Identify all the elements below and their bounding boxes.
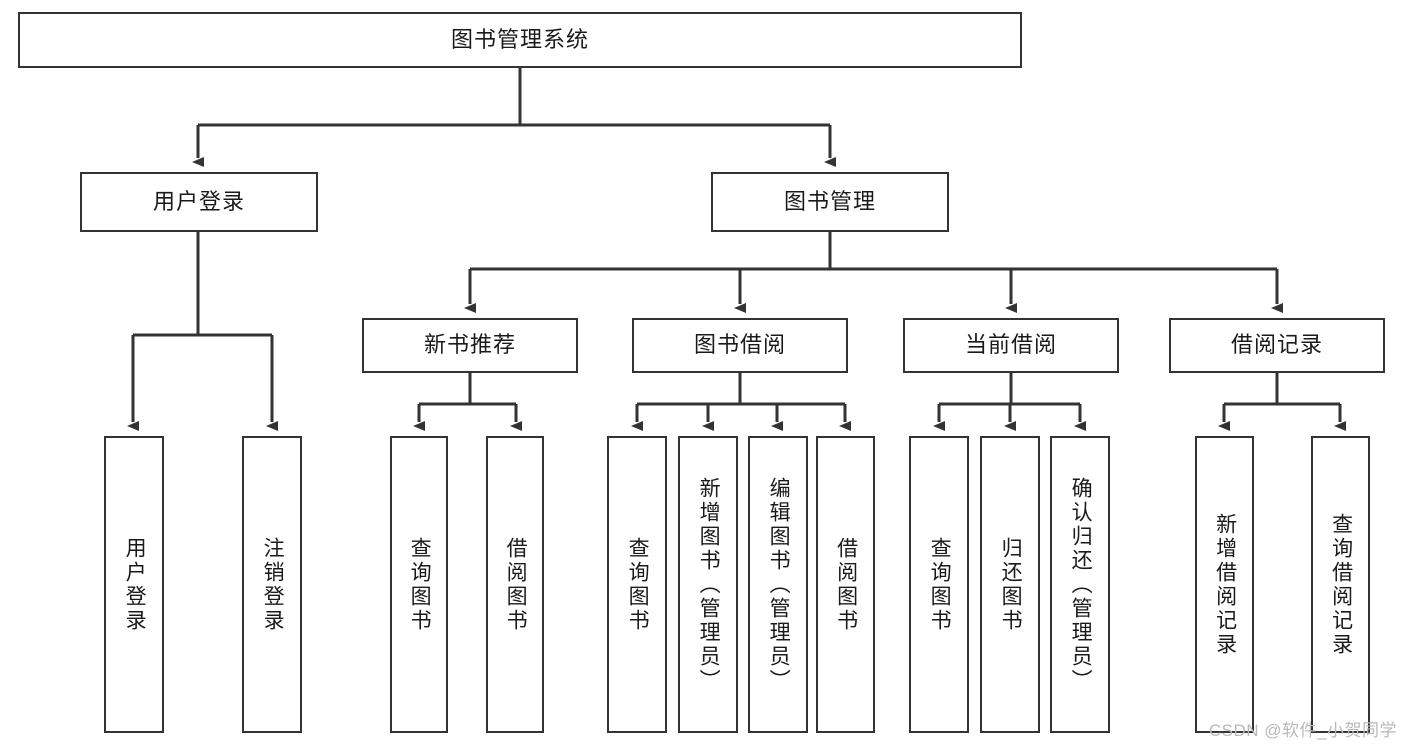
node-leaf-borrow-book-2-label: 借阅图书: [834, 536, 858, 633]
node-book-management[interactable]: 图书管理: [711, 172, 949, 232]
node-leaf-user-login[interactable]: 用户登录: [104, 436, 164, 733]
node-leaf-query-book-2-label: 查询图书: [626, 536, 650, 633]
node-root[interactable]: 图书管理系统: [18, 12, 1022, 68]
node-user-login-label: 用户登录: [152, 188, 245, 214]
node-leaf-query-book-1-label: 查询图书: [408, 536, 432, 633]
node-leaf-query-book-3-label: 查询图书: [928, 536, 952, 633]
node-leaf-confirm-return[interactable]: 确认归还（管理员）: [1050, 436, 1110, 733]
node-leaf-user-login-label: 用户登录: [123, 536, 147, 633]
node-borrow-record-label: 借阅记录: [1230, 332, 1323, 358]
node-leaf-query-book-3[interactable]: 查询图书: [909, 436, 969, 733]
node-leaf-borrow-book-1-label: 借阅图书: [504, 536, 528, 633]
node-leaf-borrow-book-2[interactable]: 借阅图书: [816, 436, 875, 733]
node-book-management-label: 图书管理: [783, 188, 876, 214]
node-leaf-logout[interactable]: 注销登录: [242, 436, 302, 733]
node-root-label: 图书管理系统: [450, 26, 589, 52]
node-borrow-record[interactable]: 借阅记录: [1169, 318, 1385, 373]
node-leaf-return-book[interactable]: 归还图书: [980, 436, 1040, 733]
node-book-borrow[interactable]: 图书借阅: [632, 318, 848, 373]
node-leaf-logout-label: 注销登录: [261, 536, 285, 633]
node-leaf-query-record-label: 查询借阅记录: [1329, 512, 1353, 657]
node-leaf-add-book[interactable]: 新增图书（管理员）: [678, 436, 738, 733]
node-current-borrow[interactable]: 当前借阅: [903, 318, 1119, 373]
node-user-login[interactable]: 用户登录: [80, 172, 318, 232]
node-current-borrow-label: 当前借阅: [964, 332, 1057, 358]
node-leaf-confirm-return-label: 确认归还（管理员）: [1069, 476, 1093, 693]
node-leaf-borrow-book-1[interactable]: 借阅图书: [486, 436, 544, 733]
node-leaf-edit-book-label: 编辑图书（管理员）: [767, 476, 791, 693]
node-leaf-query-record[interactable]: 查询借阅记录: [1311, 436, 1370, 733]
node-leaf-add-record-label: 新增借阅记录: [1213, 512, 1237, 657]
node-leaf-return-book-label: 归还图书: [999, 536, 1023, 633]
node-book-borrow-label: 图书借阅: [693, 332, 786, 358]
node-leaf-edit-book[interactable]: 编辑图书（管理员）: [748, 436, 808, 733]
node-new-book-recommend-label: 新书推荐: [423, 332, 516, 358]
node-new-book-recommend[interactable]: 新书推荐: [362, 318, 578, 373]
node-leaf-add-book-label: 新增图书（管理员）: [697, 476, 721, 693]
node-leaf-query-book-2[interactable]: 查询图书: [607, 436, 667, 733]
node-leaf-query-book-1[interactable]: 查询图书: [390, 436, 448, 733]
node-leaf-add-record[interactable]: 新增借阅记录: [1195, 436, 1254, 733]
